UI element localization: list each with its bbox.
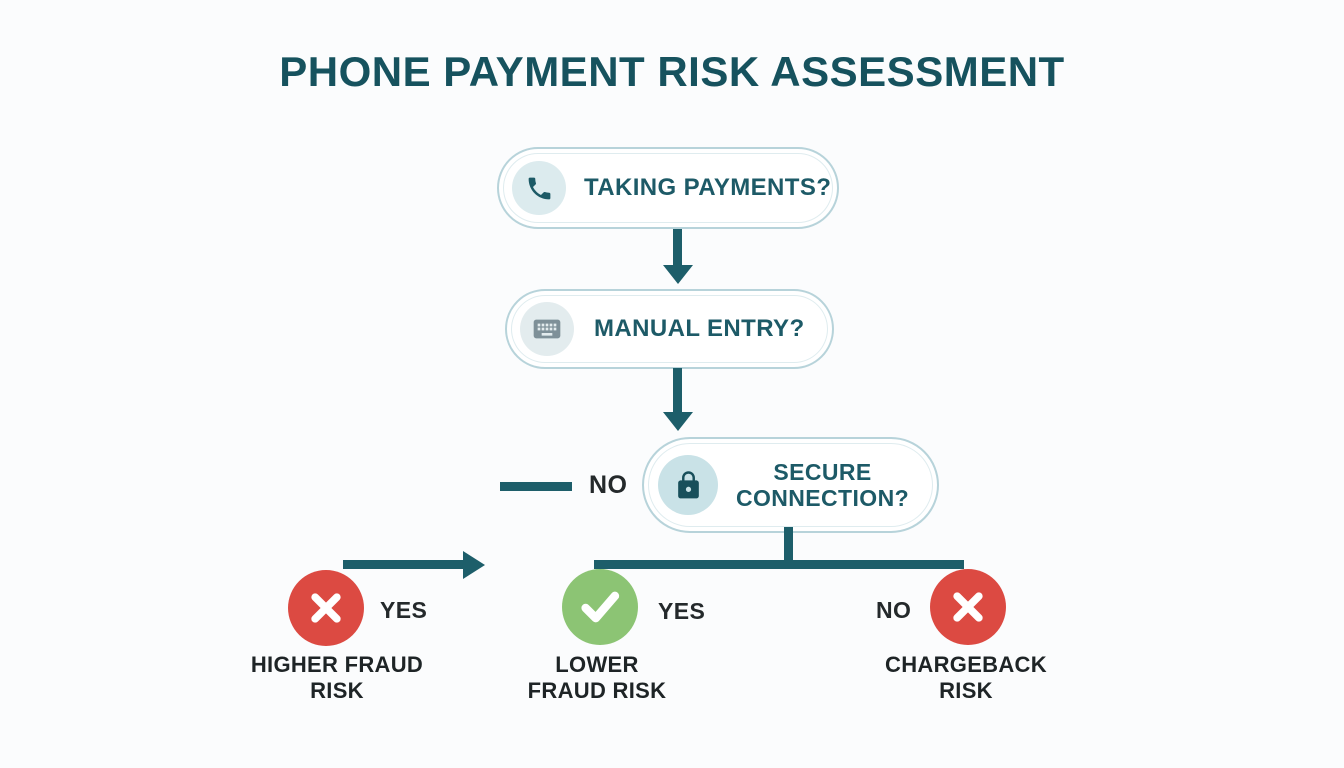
result-line: CHARGEBACK <box>885 652 1047 677</box>
answer-label-chargeback: NO <box>876 597 912 623</box>
no-branch-label: NO <box>589 471 628 499</box>
node-secure-connection: SECURE CONNECTION? <box>642 437 939 533</box>
arrow-down-2-head <box>663 412 693 431</box>
result-line: FRAUD RISK <box>527 678 667 704</box>
check-circle-icon-lower-fraud <box>562 569 638 645</box>
no-branch-line <box>500 482 572 491</box>
arrow-down-1-head <box>663 265 693 284</box>
node-manual-entry: MANUAL ENTRY? <box>505 289 834 369</box>
connector-vertical-stub <box>784 527 793 563</box>
answer-label-higher-fraud: YES <box>380 597 428 623</box>
arrow-down-1-shaft <box>673 229 682 267</box>
answer-label-lower-fraud: YES <box>658 598 706 624</box>
phone-icon <box>512 161 566 215</box>
node-label-secure-connection: SECURE CONNECTION? <box>735 458 910 511</box>
node-label-manual-entry: MANUAL ENTRY? <box>594 315 805 342</box>
left-branch-arrow-head <box>463 551 485 579</box>
node-label-taking-payments: TAKING PAYMENTS? <box>584 174 832 201</box>
result-label-chargeback: CHARGEBACK RISK <box>866 652 1066 705</box>
result-line: HIGHER FRAUD <box>250 652 424 677</box>
lock-icon <box>658 455 718 515</box>
page-title: PHONE PAYMENT RISK ASSESSMENT <box>279 48 1065 95</box>
result-line: LOWER <box>555 652 639 677</box>
result-label-lower-fraud: LOWER FRAUD RISK <box>497 652 697 705</box>
connector-horizontal <box>594 560 964 569</box>
x-circle-icon-higher-fraud <box>288 570 364 646</box>
left-branch-arrow-shaft <box>343 560 465 569</box>
keyboard-icon <box>520 302 574 356</box>
arrow-down-2-shaft <box>673 368 682 414</box>
node-taking-payments: TAKING PAYMENTS? <box>497 147 839 229</box>
x-circle-icon-chargeback <box>930 569 1006 645</box>
result-label-higher-fraud: HIGHER FRAUD RISK <box>237 652 437 705</box>
result-line: RISK <box>310 678 364 704</box>
result-line: RISK <box>939 678 993 704</box>
